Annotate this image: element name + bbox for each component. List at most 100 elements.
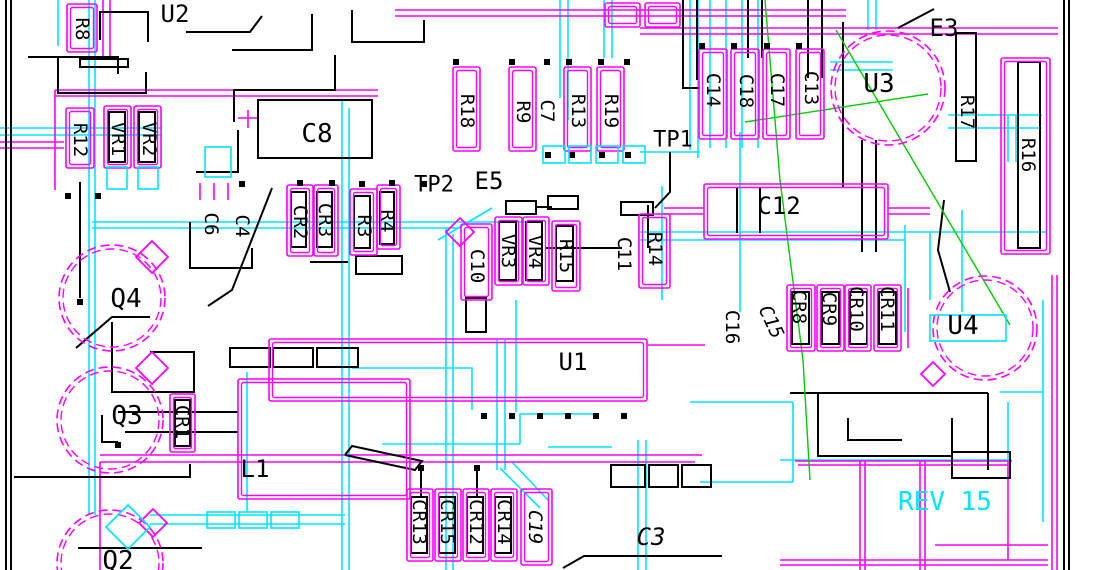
component-label-VR2[interactable]: VR2 [138, 122, 160, 156]
component-footprints[interactable] [65, 2, 1051, 566]
component-label-C10[interactable]: C10 [466, 249, 488, 283]
component-label-C16[interactable]: C16 [721, 310, 743, 344]
component-outline-CR15[interactable] [434, 488, 462, 562]
component-circle-Q3[interactable] [56, 366, 164, 474]
component-circle-U3[interactable] [830, 30, 946, 146]
component-label-R19[interactable]: R19 [600, 94, 622, 128]
component-outline-CR10[interactable] [844, 284, 872, 352]
component-label-C13[interactable]: C13 [800, 71, 822, 105]
component-outline-VR2[interactable] [133, 105, 162, 169]
component-outline-C12[interactable] [703, 183, 889, 240]
component-outline-L1[interactable] [237, 378, 411, 500]
component-label-U1[interactable]: U1 [559, 348, 588, 376]
component-outline-R13[interactable] [563, 66, 592, 152]
component-label-VR4[interactable]: VR4 [524, 235, 546, 269]
component-label-R18[interactable]: R18 [456, 94, 478, 128]
component-label-R14[interactable]: R14 [644, 232, 666, 266]
component-label-C19[interactable]: C19 [524, 510, 546, 544]
component-label-R4[interactable]: R4 [376, 210, 398, 233]
component-label-CR8[interactable]: CR8 [788, 290, 810, 324]
component-label-R16[interactable]: R16 [1017, 138, 1039, 172]
component-label-U2[interactable]: U2 [161, 0, 190, 28]
component-outline-CR1[interactable] [169, 393, 196, 453]
component-label-Q2[interactable]: Q2 [102, 546, 133, 570]
component-label-CR12[interactable]: CR12 [465, 499, 487, 545]
component-label-TP1[interactable]: TP1 [653, 128, 693, 153]
component-outline-R12[interactable] [65, 107, 95, 169]
component-label-VR3[interactable]: VR3 [497, 234, 519, 268]
component-outline-CR13[interactable] [406, 488, 434, 562]
component-label-C14[interactable]: C14 [702, 73, 724, 107]
component-label-R12[interactable]: R12 [69, 123, 91, 157]
component-label-CR13[interactable]: CR13 [408, 499, 430, 545]
component-label-CR2[interactable]: CR2 [289, 205, 311, 239]
component-outline-C18[interactable] [730, 48, 760, 140]
component-circle-U4[interactable] [932, 275, 1038, 381]
component-outline-R9[interactable] [508, 66, 537, 152]
component-outline-R15[interactable] [551, 220, 581, 292]
component-outline-R4[interactable] [376, 184, 401, 250]
component-outline-C17[interactable] [762, 48, 791, 140]
component-label-C7[interactable]: C7 [536, 100, 558, 123]
component-label-CR14[interactable]: CR14 [493, 499, 515, 545]
component-outline-CR11[interactable] [873, 284, 902, 352]
component-label-C12[interactable]: C12 [757, 192, 800, 220]
component-label-C17[interactable]: C17 [766, 73, 788, 107]
component-outline-C13[interactable] [795, 48, 825, 140]
rev-label[interactable]: REV 15 [898, 487, 992, 517]
component-label-R3[interactable]: R3 [353, 215, 375, 238]
component-label-CR1[interactable]: CR1 [171, 405, 193, 439]
component-outline-CR9[interactable] [816, 284, 845, 352]
component-label-C18[interactable]: C18 [735, 74, 757, 108]
component-label-CR11[interactable]: CR11 [876, 286, 898, 332]
component-label-R8[interactable]: R8 [71, 18, 93, 41]
component-label-R17[interactable]: R17 [956, 95, 978, 129]
component-label-C3[interactable]: C3 [637, 523, 666, 551]
component-outline-C14[interactable] [698, 48, 728, 140]
component-label-C4[interactable]: C4 [231, 215, 253, 238]
component-outline-VR3[interactable] [494, 216, 523, 286]
component-label-R15[interactable]: R15 [555, 239, 577, 273]
component-outline-CR14[interactable] [490, 488, 518, 562]
component-label-VR1[interactable]: VR1 [107, 122, 129, 156]
component-label-CR10[interactable]: CR10 [845, 286, 867, 332]
component-circles[interactable] [56, 30, 1038, 570]
component-circle-Q4[interactable] [58, 244, 166, 352]
component-label-Q4[interactable]: Q4 [110, 284, 141, 314]
footprint-inner [599, 69, 622, 149]
component-label-CR15[interactable]: CR15 [436, 499, 458, 545]
component-label-L1[interactable]: L1 [241, 455, 270, 483]
component-outline-R16[interactable] [1000, 57, 1051, 255]
component-outline-R8[interactable] [66, 3, 98, 53]
component-label-U3[interactable]: U3 [863, 69, 894, 99]
component-label-CR9[interactable]: CR9 [818, 292, 840, 326]
component-label-E3[interactable]: E3 [930, 14, 959, 42]
component-label-C15[interactable]: C15 [754, 302, 788, 342]
component-outline-VR4[interactable] [522, 216, 550, 286]
component-outline-CR8[interactable] [786, 284, 816, 352]
component-outline-R18[interactable] [452, 66, 481, 152]
component-outline-C19[interactable] [520, 488, 553, 566]
footprint-outer [65, 107, 95, 169]
component-label-C8[interactable]: C8 [301, 119, 332, 149]
component-outline-CR12[interactable] [462, 488, 490, 562]
component-outline-R19[interactable] [596, 66, 625, 152]
component-outline-C10[interactable] [460, 223, 493, 301]
component-label-C11[interactable]: C11 [613, 237, 635, 271]
component-outline-VR1[interactable] [103, 105, 132, 169]
component-label-TP2[interactable]: TP2 [414, 173, 454, 198]
component-label-Q3[interactable]: Q3 [111, 401, 142, 431]
component-label-E5[interactable]: E5 [475, 167, 504, 195]
component-outline-U1[interactable] [268, 338, 648, 402]
component-label-R13[interactable]: R13 [567, 94, 589, 128]
component-outline-CR3[interactable] [313, 184, 339, 257]
component-outline-pad-block-1[interactable] [604, 2, 641, 28]
component-circle-Q2[interactable] [56, 509, 164, 570]
component-outline-R14[interactable] [638, 213, 671, 289]
component-label-C6[interactable]: C6 [200, 213, 222, 236]
component-label-CR3[interactable]: CR3 [314, 203, 336, 237]
component-outline-pad-block-2[interactable] [644, 2, 681, 28]
component-label-U4[interactable]: U4 [947, 311, 978, 341]
component-label-R9[interactable]: R9 [512, 101, 534, 124]
